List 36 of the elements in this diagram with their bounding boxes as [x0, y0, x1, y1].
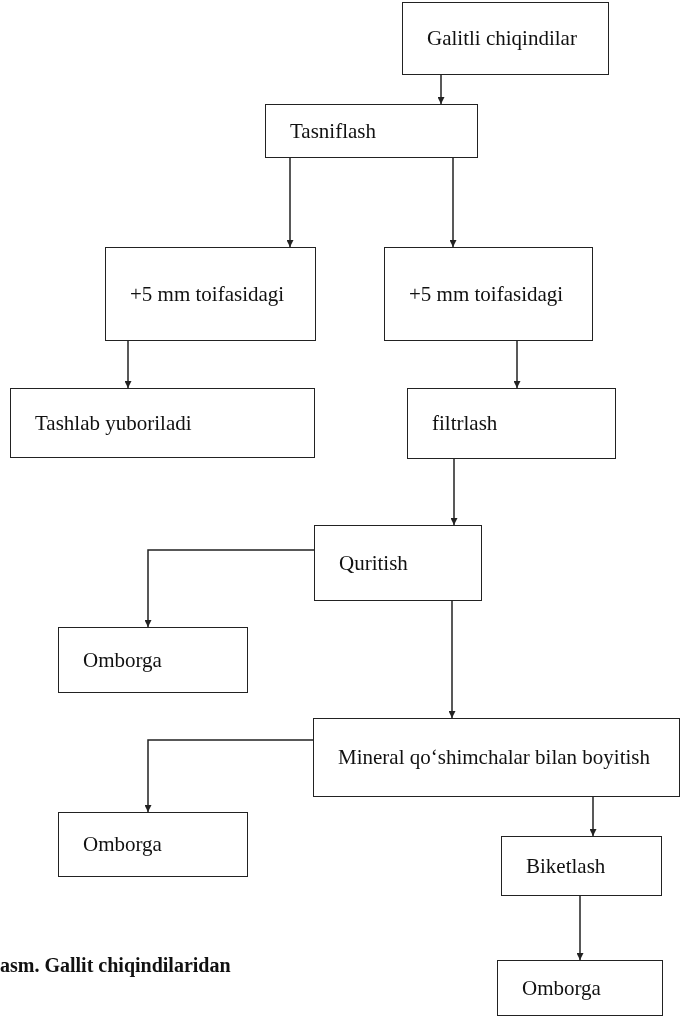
box-text: Omborga	[83, 646, 163, 674]
process-box	[384, 247, 593, 341]
arrow	[449, 157, 457, 248]
box-text: +5 mm toifasidagi	[130, 280, 286, 308]
figure-caption: asm. Gallit chiqindilaridan	[0, 953, 231, 979]
process-box	[313, 718, 680, 797]
process-box	[497, 960, 663, 1016]
process-box	[58, 627, 248, 693]
process-box	[265, 104, 478, 158]
process-box	[402, 2, 609, 75]
process-box	[314, 525, 482, 601]
box-text: +5 mm toifasidagi	[409, 280, 565, 308]
process-box	[105, 247, 316, 341]
box-text: Tashlab yuboriladi	[35, 409, 193, 437]
box-text: Omborga	[522, 974, 602, 1002]
box-text: Tasniflash	[290, 117, 377, 145]
arrow	[448, 600, 456, 719]
arrow	[450, 458, 458, 526]
box-text: Galitli chiqindilar	[427, 25, 578, 53]
arrow	[513, 340, 521, 389]
process-box	[407, 388, 616, 459]
arrow	[437, 74, 445, 105]
arrow	[576, 895, 584, 961]
process-box	[501, 836, 662, 896]
box-text: Mineral qo‘shimchalar bilan boyitish	[338, 744, 652, 772]
process-box	[58, 812, 248, 877]
box-text: filtrlash	[432, 410, 499, 438]
arrow	[589, 796, 597, 837]
box-text: Omborga	[83, 831, 163, 859]
arrow	[144, 739, 314, 813]
box-text: Quritish	[339, 549, 409, 577]
arrow	[124, 340, 132, 389]
process-box	[10, 388, 315, 458]
arrow	[144, 549, 315, 628]
box-text: Biketlash	[526, 852, 607, 880]
arrow	[286, 157, 294, 248]
